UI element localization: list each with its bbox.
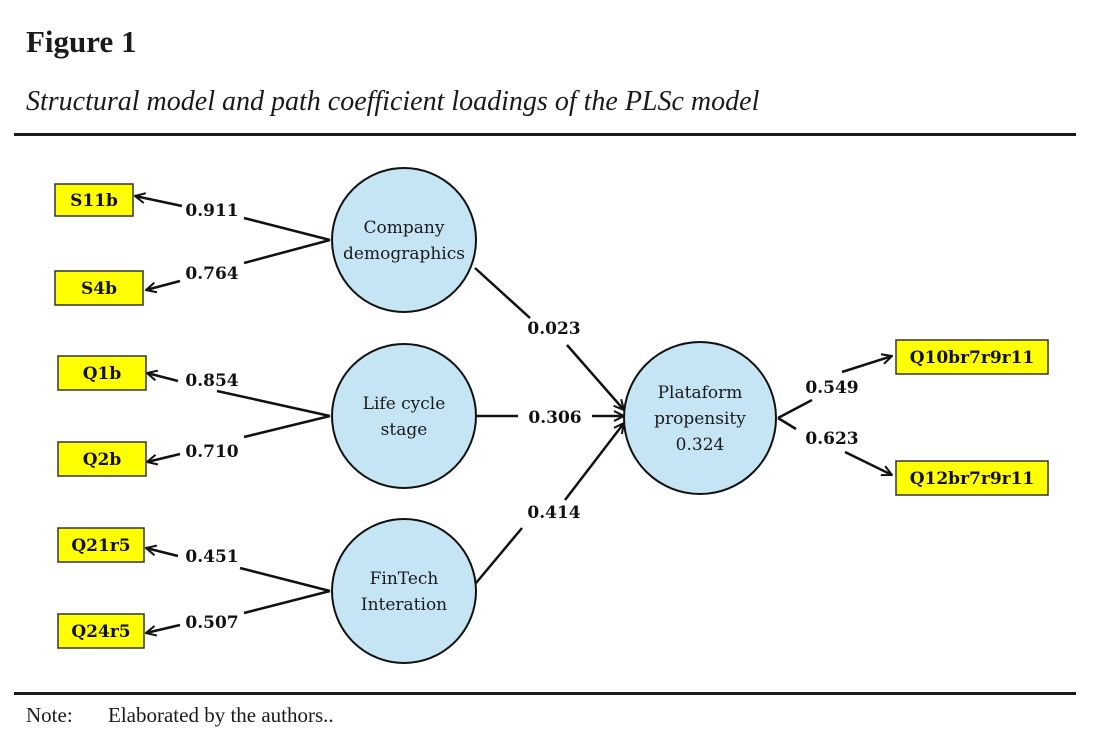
indicator-box bbox=[57, 441, 147, 477]
indicator-box bbox=[57, 355, 147, 391]
loading-value: 0.623 bbox=[805, 429, 858, 449]
latent-circle bbox=[623, 341, 777, 495]
path-coefficient: 0.306 bbox=[528, 408, 581, 428]
latent-variable-pp: Plataform propensity 0.324 bbox=[623, 341, 777, 495]
loading-arrow-q10br7r9r11 bbox=[841, 356, 892, 374]
loading-line-q24r5 bbox=[243, 589, 331, 615]
bottom-rule bbox=[14, 692, 1076, 695]
indicator-box bbox=[895, 339, 1049, 375]
indicator-label: Q2b bbox=[83, 450, 122, 470]
loading-value: 0.549 bbox=[805, 378, 858, 398]
latent-circle bbox=[331, 518, 477, 664]
indicator-box bbox=[54, 183, 134, 217]
indicator-q2b: Q2b bbox=[57, 441, 147, 477]
loading-line-s4b bbox=[243, 238, 331, 265]
loading-value: 0.710 bbox=[185, 442, 238, 462]
note-text: Elaborated by the authors.. bbox=[108, 703, 334, 727]
latent-label: Plataform bbox=[658, 383, 743, 403]
loading-arrow-s11b bbox=[135, 196, 183, 208]
loading-arrow-q1b bbox=[147, 373, 179, 383]
loading-value: 0.911 bbox=[185, 201, 238, 221]
latent-label: Company bbox=[364, 218, 445, 238]
path-line-cd-pp bbox=[474, 267, 531, 319]
note-label: Note: bbox=[26, 703, 73, 727]
indicator-box bbox=[57, 527, 145, 563]
latent-variable-lcs: Life cycle stage bbox=[331, 343, 477, 489]
figure-caption: Structural model and path coefficient lo… bbox=[26, 86, 760, 117]
indicator-label: Q12br7r9r11 bbox=[910, 469, 1035, 489]
top-rule bbox=[14, 133, 1076, 136]
indicator-q24r5: Q24r5 bbox=[57, 613, 145, 649]
loading-arrow-q2b bbox=[147, 452, 181, 462]
latent-label: propensity bbox=[654, 409, 746, 429]
indicator-box bbox=[54, 270, 144, 306]
indicator-s4b: S4b bbox=[54, 270, 144, 306]
loading-line-q2b bbox=[243, 414, 331, 439]
latent-label: stage bbox=[381, 420, 428, 440]
path-coefficient: 0.023 bbox=[527, 319, 580, 339]
indicator-q1b: Q1b bbox=[57, 355, 147, 391]
latent-circle bbox=[331, 343, 477, 489]
indicator-q12br7r9r11: Q12br7r9r11 bbox=[895, 460, 1049, 496]
indicator-s11b: S11b bbox=[54, 183, 134, 217]
loading-line-s11b bbox=[243, 216, 331, 242]
latent-label: Life cycle bbox=[363, 394, 446, 414]
indicator-label: S11b bbox=[70, 191, 118, 211]
latent-variable-cd: Company demographics bbox=[331, 167, 477, 313]
latent-circle bbox=[331, 167, 477, 313]
indicator-label: Q21r5 bbox=[71, 536, 130, 556]
indicator-q10br7r9r11: Q10br7r9r11 bbox=[895, 339, 1049, 375]
loading-line-q1b bbox=[216, 389, 331, 418]
latent-label: Interation bbox=[361, 595, 447, 615]
indicator-label: Q10br7r9r11 bbox=[910, 348, 1035, 368]
loading-value: 0.507 bbox=[185, 613, 238, 633]
loading-arrow-q12br7r9r11 bbox=[844, 450, 892, 477]
figure-label: Figure 1 bbox=[26, 24, 137, 59]
indicator-box bbox=[57, 613, 145, 649]
indicator-q21r5: Q21r5 bbox=[57, 527, 145, 563]
path-arrow-fti-pp bbox=[564, 423, 624, 501]
labels-layer: 0.911 0.764 0.854 0.710 0.451 0.507 0.549 0.623… bbox=[185, 201, 858, 633]
loading-line-q10br7r9r11 bbox=[777, 398, 813, 420]
path-arrow-cd-pp bbox=[566, 344, 624, 410]
path-line-fti-pp bbox=[475, 527, 523, 584]
loading-value: 0.854 bbox=[185, 371, 238, 391]
loading-line-q12br7r9r11 bbox=[777, 416, 797, 431]
indicator-label: Q24r5 bbox=[71, 622, 130, 642]
loading-arrow-q24r5 bbox=[146, 623, 181, 633]
edges-layer bbox=[135, 196, 892, 633]
loading-value: 0.764 bbox=[185, 264, 238, 284]
indicator-label: S4b bbox=[81, 279, 117, 299]
path-coefficient: 0.414 bbox=[527, 503, 580, 523]
indicator-label: Q1b bbox=[83, 364, 122, 384]
loading-line-q21r5 bbox=[239, 566, 331, 593]
loading-value: 0.451 bbox=[185, 547, 238, 567]
loading-arrow-q21r5 bbox=[146, 548, 179, 558]
loading-arrow-s4b bbox=[146, 279, 181, 290]
latent-label: demographics bbox=[343, 244, 465, 264]
r-squared-value: 0.324 bbox=[676, 435, 725, 455]
figure-note: Note: Elaborated by the authors.. bbox=[26, 703, 334, 728]
latent-label: FinTech bbox=[370, 569, 439, 589]
indicator-box bbox=[895, 460, 1049, 496]
